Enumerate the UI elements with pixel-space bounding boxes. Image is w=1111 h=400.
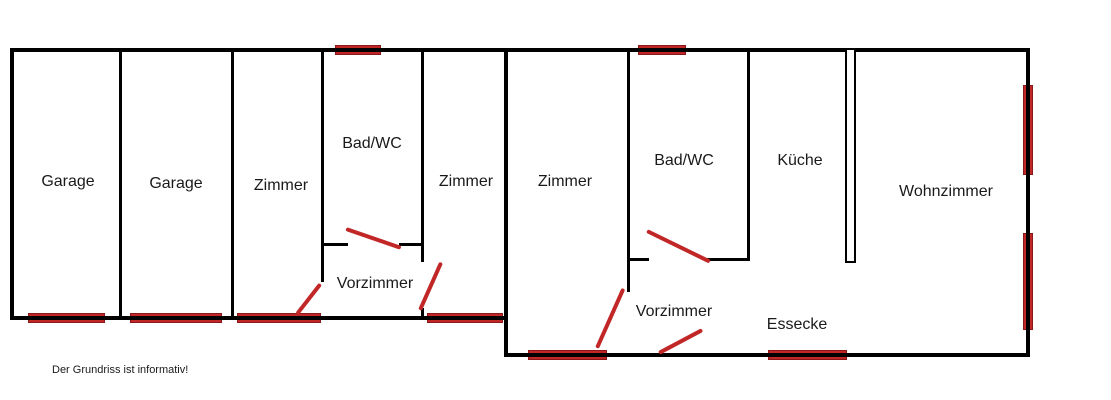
door-swing-badwc-right-vorzimmer	[646, 229, 711, 264]
wall-outer-top-right-building	[508, 48, 1030, 52]
wall-outer-right-right-building	[1026, 48, 1030, 357]
wall-badwc-zimmer2-stub	[421, 308, 424, 316]
room-label-zimmer-3: Zimmer	[537, 173, 593, 190]
room-label-vorzimmer-left: Vorzimmer	[336, 275, 414, 292]
room-label-essecke: Essecke	[766, 316, 828, 333]
wall-shared-between-buildings	[504, 48, 508, 357]
door-swing-vorzimmer-essecke	[658, 328, 704, 355]
door-swing-badwc-left-vorzimmer	[345, 227, 402, 250]
room-label-garage-1: Garage	[41, 173, 95, 190]
room-label-kueche: Küche	[777, 152, 823, 169]
door-swing-zimmer1-vorzimmer	[295, 282, 322, 316]
wall-zimmer3-badwc-right	[627, 48, 630, 292]
wall-badwc-right-bottom-seg1	[627, 258, 649, 261]
wall-outer-bottom-right-building	[508, 353, 1030, 357]
room-label-garage-2: Garage	[149, 175, 203, 192]
wall-badwc-right-bottom-seg2	[706, 258, 750, 261]
wall-outer-bottom-left-building	[10, 316, 506, 320]
wall-badwc-zimmer2-upper	[421, 48, 424, 262]
room-label-wohnzimmer: Wohnzimmer	[899, 183, 993, 200]
wall-badwc-vorzimmer-left-seg	[321, 243, 348, 246]
wall-outer-top-left-building	[10, 48, 506, 52]
disclaimer-note: Der Grundriss ist informativ!	[52, 364, 189, 376]
room-label-zimmer-2: Zimmer	[438, 173, 494, 190]
wall-garage1-garage2	[119, 48, 122, 316]
wall-badwc-right-kueche	[747, 48, 750, 261]
wall-zimmer1-badwc	[321, 48, 324, 282]
wall-kueche-wohnzimmer-partition	[845, 48, 856, 263]
room-label-zimmer-1: Zimmer	[253, 177, 309, 194]
door-swing-vorzimmer-zimmer2	[418, 261, 443, 311]
wall-garage2-zimmer1	[231, 48, 234, 316]
room-label-vorzimmer-right: Vorzimmer	[635, 303, 713, 320]
door-swing-zimmer3-vorzimmer	[595, 287, 626, 349]
room-label-bad-wc-right: Bad/WC	[654, 152, 714, 169]
room-label-bad-wc-left: Bad/WC	[342, 135, 402, 152]
wall-outer-left-left-building	[10, 48, 14, 320]
wall-badwc-vorzimmer-right-seg	[399, 243, 424, 246]
